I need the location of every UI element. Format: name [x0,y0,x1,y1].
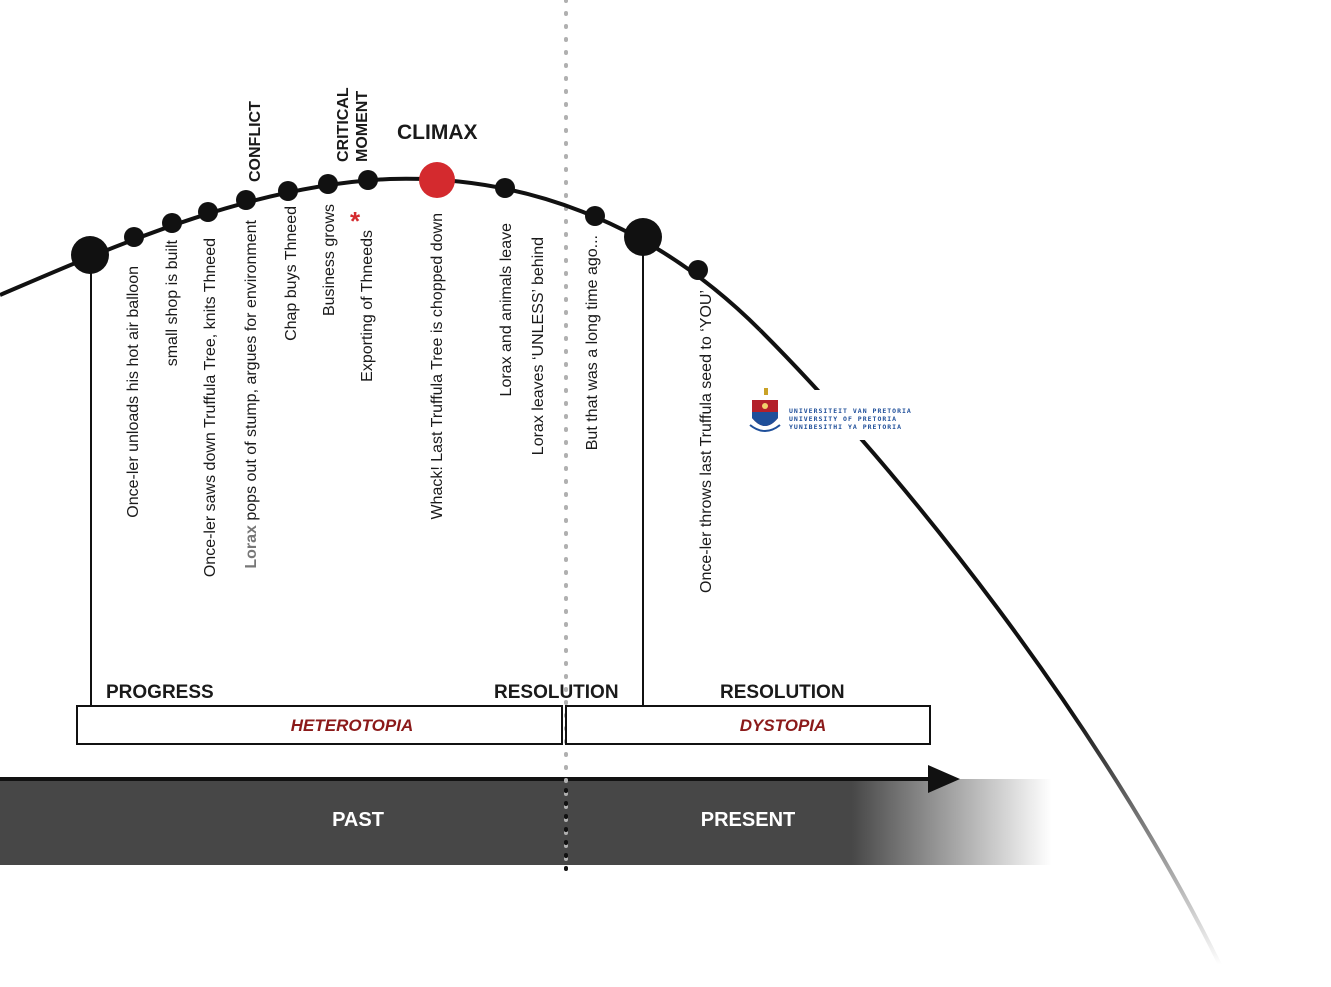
conflict-heading: CONFLICT [247,101,264,182]
event-label: Lorax leaves ‘UNLESS’ behind [530,237,547,455]
climax-dot [419,162,455,198]
event-dot [585,206,605,226]
event-label: small shop is built [164,239,181,366]
exposition-node [71,236,109,274]
event-label: Lorax pops out of stump, argues for envi… [243,219,260,568]
event-label: Chap buys Thneed [283,206,300,341]
critical-moment-heading-2: MOMENT [354,91,371,162]
event-label: Whack! Last Truffula Tree is chopped dow… [429,213,446,520]
event-dot [124,227,144,247]
event-label: Business grows [321,204,338,316]
resolution-label-right: RESOLUTION [720,682,845,703]
university-logo: UNIVERSITEIT VAN PRETORIA UNIVERSITY OF … [746,388,930,440]
timeline-band [0,779,1331,865]
logo-text-line1: UNIVERSITEIT VAN PRETORIA [789,407,912,415]
heterotopia-label: HETEROTOPIA [291,716,413,735]
event-label: Once-ler throws last Truffula seed to ‘Y… [698,290,715,593]
event-dot [495,178,515,198]
event-label: Lorax and animals leave [498,223,515,397]
critical-asterisk: * [350,206,361,236]
timeline-arrowhead [928,765,960,793]
event-label: But that was a long time ago... [584,235,601,450]
event-label: Exporting of Thneeds [359,230,376,382]
resolution-node [624,218,662,256]
event-dot [688,260,708,280]
heterotopia-box [76,705,563,745]
progress-label: PROGRESS [106,682,214,703]
critical-moment-dot [358,170,378,190]
event-dot [198,202,218,222]
event-label: Once-ler unloads his hot air balloon [125,266,142,518]
past-label: PAST [332,809,384,831]
conflict-dot [236,190,256,210]
dystopia-label: DYSTOPIA [740,716,827,735]
resolution-label-left: RESOLUTION [494,682,619,703]
critical-moment-heading: CRITICAL [335,87,352,162]
event-dot [278,181,298,201]
logo-text-line2: UNIVERSITY OF PRETORIA [789,415,897,423]
crest-icon [749,388,781,432]
event-dot [318,174,338,194]
lorax-highlight: Lorax [243,525,260,569]
event-dot [162,213,182,233]
climax-heading: CLIMAX [397,121,478,144]
event-label: Once-ler saws down Truffula Tree, knits … [202,238,219,577]
dystopia-box [565,705,931,745]
logo-text-line3: YUNIBESITHI YA PRETORIA [789,423,902,431]
present-label: PRESENT [701,809,795,831]
event-label-rest: pops out of stump, argues for environmen… [243,219,260,525]
